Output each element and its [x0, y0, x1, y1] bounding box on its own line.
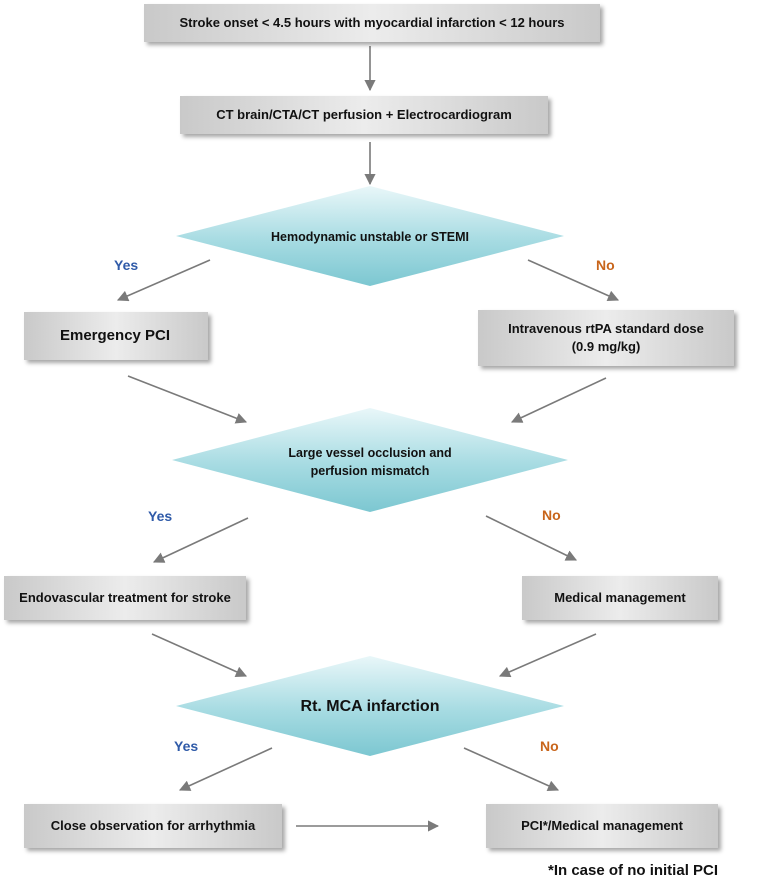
box-emergency-pci-text: Emergency PCI	[60, 327, 171, 344]
arrow-mca-yes	[178, 747, 273, 791]
label-yes-mca: Yes	[174, 738, 199, 754]
arrow-hemodynamic-yes	[116, 259, 211, 302]
box-rtpa: Intravenous rtPA standard dose (0.9 mg/k…	[478, 310, 734, 366]
box-stroke-onset: Stroke onset < 4.5 hours with myocardial…	[144, 4, 600, 42]
box-pci-medical-text: PCI*/Medical management	[521, 818, 683, 833]
decision-lvo-text: Large vessel occlusion and perfusion mis…	[230, 442, 510, 482]
decision-diamond-hemodynamic	[176, 186, 564, 286]
box-medical-management-text: Medical management	[554, 590, 686, 605]
label-no-hemodynamic: No	[596, 257, 615, 273]
label-no-lvo: No	[542, 507, 561, 523]
arrow-lvo-no	[485, 515, 578, 561]
arrow-mca-no	[463, 747, 560, 792]
box-endovascular-text: Endovascular treatment for stroke	[19, 590, 231, 605]
label-no-mca: No	[540, 738, 559, 754]
box-rtpa-text-line1: Intravenous rtPA standard dose	[508, 321, 704, 336]
box-close-observation: Close observation for arrhythmia	[24, 804, 282, 848]
box-stroke-onset-text: Stroke onset < 4.5 hours with myocardial…	[179, 15, 565, 30]
box-close-observation-text: Close observation for arrhythmia	[50, 818, 256, 833]
box-ct-brain-text: CT brain/CTA/CT perfusion + Electrocardi…	[216, 107, 512, 122]
box-endovascular: Endovascular treatment for stroke	[4, 576, 246, 620]
box-medical-management: Medical management	[522, 576, 718, 620]
decision-mca-text: Rt. MCA infarction	[230, 694, 510, 720]
decision-diamond-lvo	[172, 408, 568, 512]
decision-diamond-mca	[176, 656, 564, 756]
arrow-lvo-yes	[152, 517, 249, 563]
arrow-endovascular-to-mca	[151, 633, 248, 678]
box-pci-medical: PCI*/Medical management	[486, 804, 718, 848]
arrow-rtpa-to-lvo	[510, 377, 607, 423]
label-yes-hemodynamic: Yes	[114, 257, 139, 273]
arrow-hemodynamic-no	[527, 259, 620, 302]
box-ct-brain: CT brain/CTA/CT perfusion + Electrocardi…	[180, 96, 548, 134]
footnote: *In case of no initial PCI	[548, 862, 719, 879]
box-rtpa-text-line2: (0.9 mg/kg)	[571, 339, 641, 354]
decision-hemodynamic-text: Hemodynamic unstable or STEMI	[230, 226, 510, 248]
arrow-medical-to-mca	[498, 633, 597, 678]
decision-hemodynamic-label: Hemodynamic unstable or STEMI	[271, 230, 469, 244]
decision-lvo-label-line2: perfusion mismatch	[310, 464, 430, 478]
box-emergency-pci: Emergency PCI	[24, 312, 208, 360]
decision-lvo-label-line1: Large vessel occlusion and	[288, 446, 452, 460]
arrow-pci-to-lvo	[127, 375, 248, 424]
decision-mca-label: Rt. MCA infarction	[300, 698, 440, 715]
label-yes-lvo: Yes	[148, 508, 173, 524]
